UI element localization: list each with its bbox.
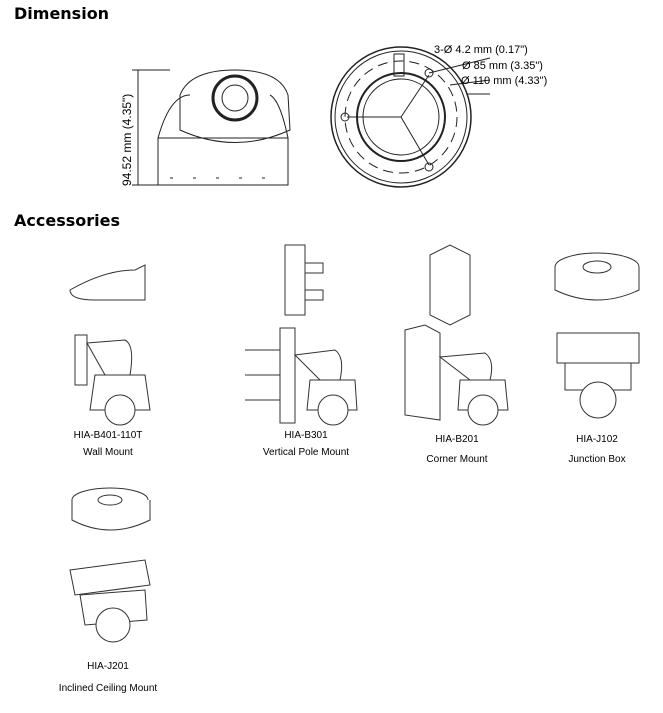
inclined-ceiling-mount-drawing <box>69 487 151 643</box>
accessory-name: Junction Box <box>568 454 626 465</box>
hole-dimension-label: 3-Ø 4.2 mm (0.17") <box>434 44 528 56</box>
wall-mount-drawing <box>69 264 151 426</box>
accessory-name: Wall Mount <box>83 447 133 458</box>
accessory-name: Vertical Pole Mount <box>262 447 350 458</box>
dimension-heading: Dimension <box>14 4 110 23</box>
accessory-model: HIA-B401-110T <box>73 430 143 441</box>
accessory-name: Corner Mount <box>426 454 488 465</box>
corner-mount-drawing <box>404 244 509 426</box>
camera-side-view-drawing <box>132 69 291 186</box>
accessory-model: HIA-J102 <box>576 434 618 445</box>
camera-top-view-drawing <box>330 46 491 188</box>
accessory-model: HIA-B301 <box>284 430 328 441</box>
outer-diameter-label: Ø 110 mm (4.33") <box>461 75 548 87</box>
inner-diameter-label: Ø 85 mm (3.35") <box>462 60 543 72</box>
junction-box-drawing <box>554 252 640 419</box>
accessories-heading: Accessories <box>14 211 120 230</box>
accessory-model: HIA-J201 <box>87 661 129 672</box>
accessory-model: HIA-B201 <box>435 434 479 445</box>
vertical-pole-mount-drawing <box>245 244 358 426</box>
accessory-name: Inclined Ceiling Mount <box>58 683 158 694</box>
height-dimension-label: 94.52 mm (4.35") <box>120 93 134 186</box>
